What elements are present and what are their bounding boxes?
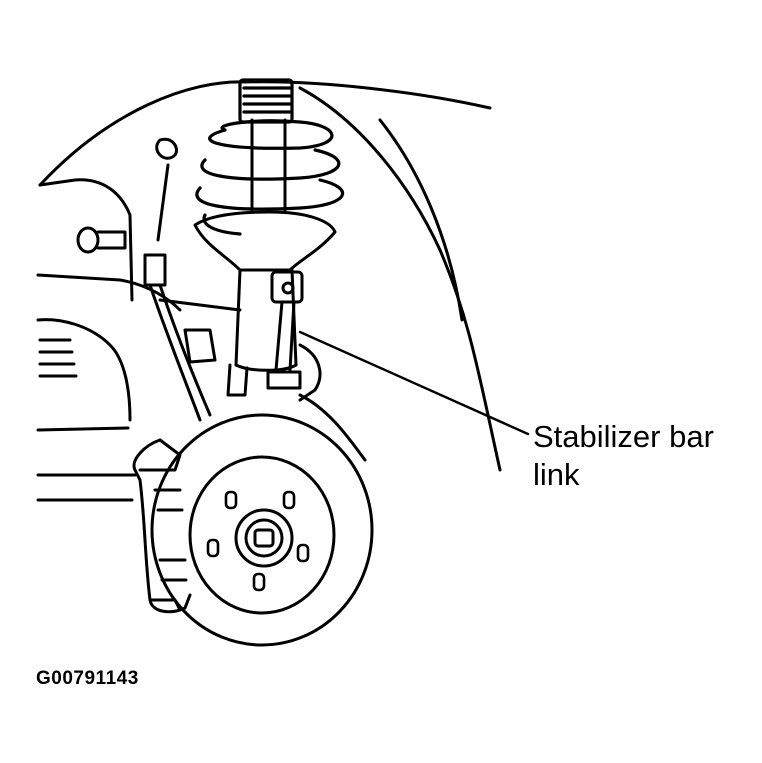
callout-line-1: Stabilizer bar (533, 419, 714, 454)
stabilizer-link (266, 270, 304, 390)
callout-line-2: link (533, 457, 580, 492)
figure-id: G00791143 (36, 668, 139, 689)
wheel-hub (234, 508, 294, 568)
fender-arch (38, 80, 502, 472)
brake-caliper (132, 438, 192, 614)
callout-leader-line (298, 330, 530, 436)
brake-rotor (150, 413, 374, 647)
control-arm (158, 298, 367, 462)
steering-knuckle (183, 328, 322, 402)
body-panel-left (36, 178, 182, 502)
stabilizer-bar-link-label: Stabilizer bar link (533, 418, 714, 494)
coil-spring (195, 78, 345, 236)
brake-hose (143, 137, 212, 422)
lug-holes (206, 490, 310, 592)
strut-shock (193, 118, 337, 372)
